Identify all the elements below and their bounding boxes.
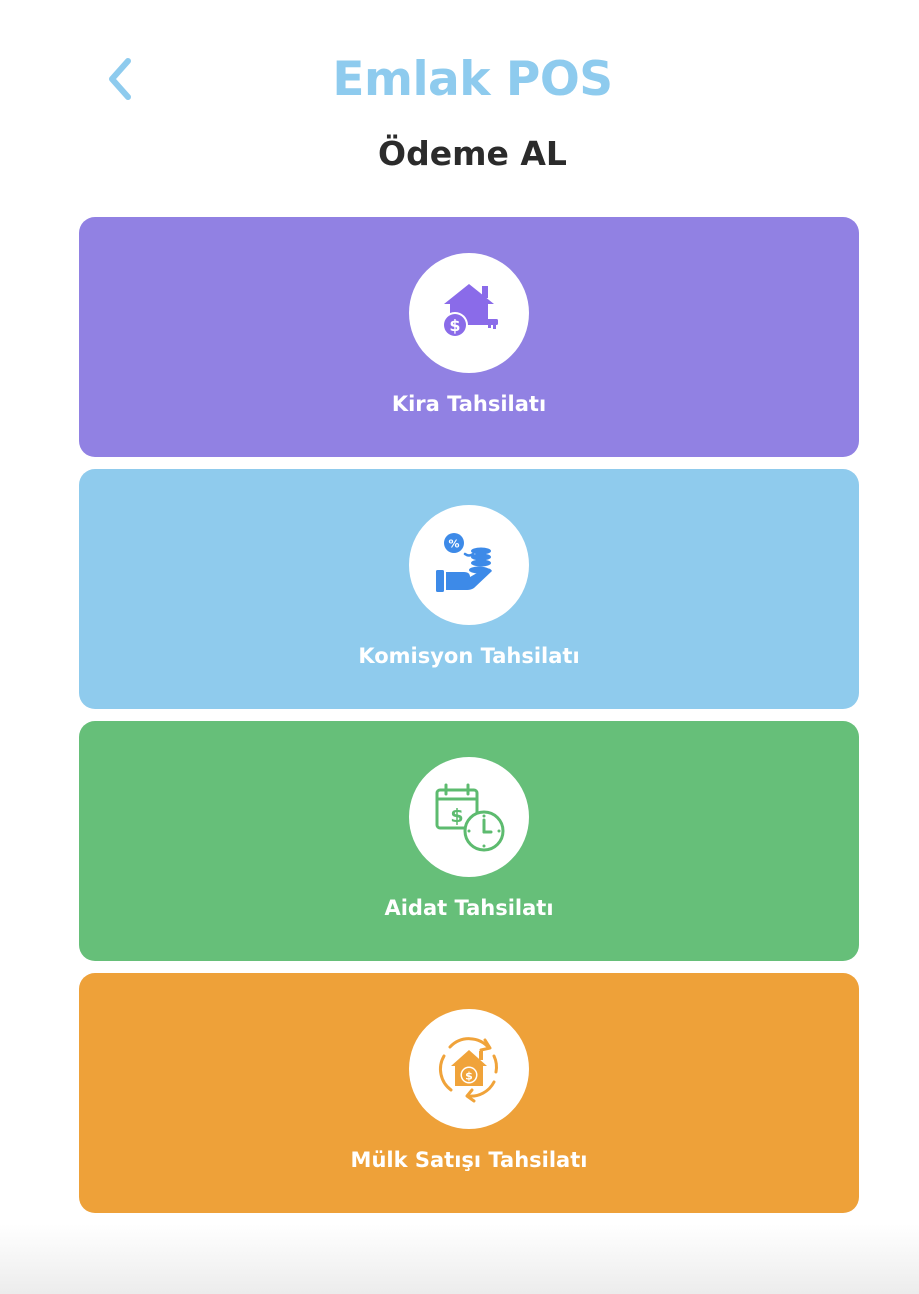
property-sale-collection-card[interactable]: $ Mülk Satışı Tahsilatı (79, 973, 859, 1213)
house-key-dollar-icon: $ (442, 284, 498, 338)
card-label: Komisyon Tahsilatı (358, 644, 580, 668)
bottom-fade (0, 1224, 919, 1294)
card-icon-container: $ (409, 253, 529, 373)
svg-text:$: $ (449, 316, 460, 335)
card-label: Kira Tahsilatı (391, 392, 547, 416)
back-button[interactable] (98, 54, 144, 104)
svg-text:%: % (448, 538, 459, 551)
page-title: Ödeme AL (378, 134, 567, 173)
card-icon-container: $ (409, 1009, 529, 1129)
house-dollar-exchange-icon: $ (438, 1037, 498, 1103)
calendar-dollar-clock-icon: $ (435, 783, 505, 852)
chevron-left-icon (109, 58, 131, 100)
svg-text:$: $ (450, 805, 463, 827)
card-label: Mülk Satışı Tahsilatı (350, 1148, 588, 1172)
dues-collection-card[interactable]: $ Aidat Tahsilatı (79, 721, 859, 961)
hand-coins-percent-icon: % (436, 533, 492, 592)
card-icon-container: $ (409, 757, 529, 877)
card-icon-container: % (409, 505, 529, 625)
app-title: Emlak POS (332, 52, 613, 107)
card-label: Aidat Tahsilatı (384, 896, 554, 920)
svg-text:$: $ (465, 1070, 473, 1083)
commission-collection-card[interactable]: % Komisyon Tahsilatı (79, 469, 859, 709)
rent-collection-card[interactable]: $ Kira Tahsilatı (79, 217, 859, 457)
